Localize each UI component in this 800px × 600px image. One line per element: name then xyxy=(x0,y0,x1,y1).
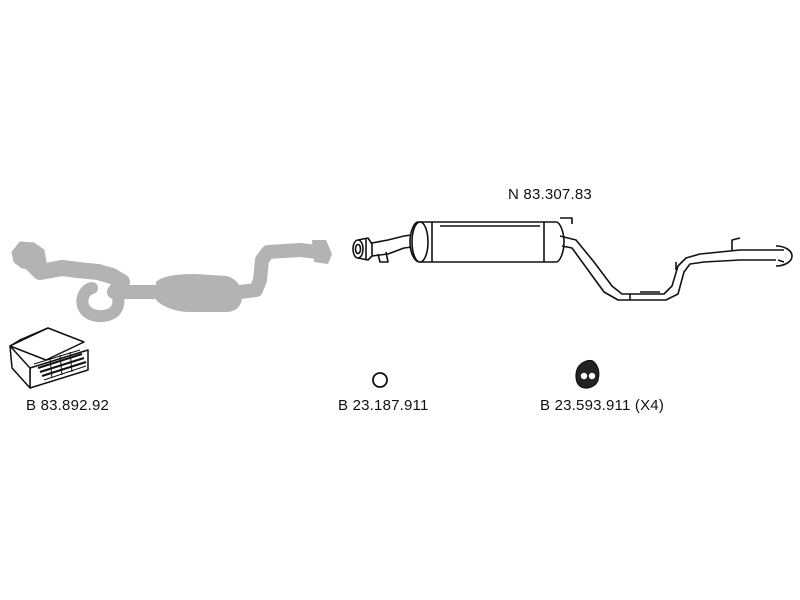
ring-gasket-icon xyxy=(372,372,388,388)
mounting-kit-part-code: B 83.892.92 xyxy=(26,397,110,414)
rubber-hanger-icon xyxy=(575,359,600,389)
mounting-kit-box-icon xyxy=(9,327,89,389)
muffler-part-code: N 83.307.83 xyxy=(508,186,592,203)
gasket-ring-part-code: B 23.187.911 xyxy=(338,397,429,414)
rubber-hanger-part-code: B 23.593.911 (X4) xyxy=(540,397,665,414)
muffler-pipe-icon xyxy=(352,217,793,301)
catalytic-converter-icon xyxy=(11,240,332,323)
